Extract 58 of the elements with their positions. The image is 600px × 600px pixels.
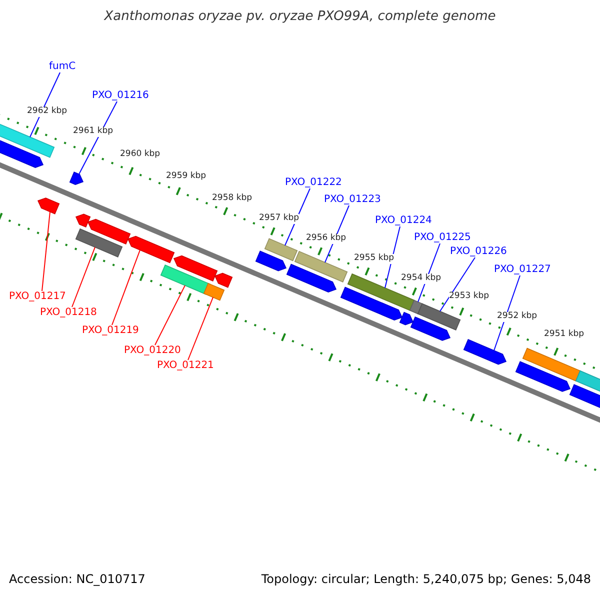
feature-bar xyxy=(203,282,225,301)
feature-bar xyxy=(409,300,423,314)
leader-line xyxy=(112,250,140,326)
gene-feature xyxy=(255,250,287,272)
scale-label: 2953 kbp xyxy=(449,292,490,302)
gene-feature xyxy=(340,286,403,321)
scale-label: 2952 kbp xyxy=(497,312,538,322)
gene-feature xyxy=(463,339,507,365)
gene-label: PXO_01216 xyxy=(92,90,149,102)
feature-bar xyxy=(294,250,348,282)
gene-feature xyxy=(69,172,84,185)
leader-line xyxy=(154,284,186,346)
gene-feature xyxy=(286,264,337,292)
feature-bar xyxy=(75,228,123,258)
scale-label: 2961 kbp xyxy=(73,127,114,137)
gene-feature xyxy=(127,236,175,264)
leader-line xyxy=(78,101,118,175)
gene-label: PXO_01222 xyxy=(285,177,342,188)
gene-feature xyxy=(37,198,60,214)
accession-text: Accession: NC_010717 xyxy=(9,573,146,587)
gene-label: PXO_01224 xyxy=(375,215,432,226)
leader-line xyxy=(494,275,520,351)
gene-label: PXO_01227 xyxy=(494,264,551,276)
gene-feature xyxy=(214,272,233,288)
gene-feature xyxy=(569,384,600,409)
leader-line xyxy=(72,246,96,308)
gene-label: PXO_01217 xyxy=(9,291,66,302)
gene-label: PXO_01218 xyxy=(40,307,97,318)
gene-feature xyxy=(173,255,218,282)
scale-label: 2959 kbp xyxy=(166,172,206,182)
gene-label: PXO_01223 xyxy=(324,194,381,206)
feature-bar xyxy=(160,264,211,295)
feature-bar xyxy=(417,303,461,330)
diagram-title: Xanthomonas oryzae pv. oryzae PXO99A, complete genome xyxy=(102,10,497,25)
gene-feature xyxy=(87,218,131,245)
gene-label: PXO_01226 xyxy=(450,246,507,258)
gene-feature xyxy=(515,361,571,392)
leader-line xyxy=(30,72,60,138)
scale-label: 2958 kbp xyxy=(212,194,252,204)
gene-label: PXO_01221 xyxy=(157,360,214,372)
scale-label: 2957 kbp xyxy=(259,214,300,224)
scale-label: 2956 kbp xyxy=(306,234,346,244)
leader-line xyxy=(42,211,50,292)
gene-label: PXO_01219 xyxy=(82,325,139,336)
scale-label: 2954 kbp xyxy=(401,274,442,284)
gene-label: PXO_01220 xyxy=(124,345,181,356)
gene-label: PXO_01225 xyxy=(414,232,471,244)
feature-bar xyxy=(522,348,581,382)
scale-label: 2951 kbp xyxy=(544,330,584,340)
gene-label: fumC xyxy=(49,61,76,72)
scale-label: 2955 kbp xyxy=(354,254,394,264)
feature-bar xyxy=(264,238,298,262)
scale-label: 2962 kbp xyxy=(27,107,68,117)
scale-label: 2960 kbp xyxy=(120,150,160,160)
gene-feature xyxy=(410,316,451,341)
genome-info-text: Topology: circular; Length: 5,240,075 bp; Genes: 5,048 xyxy=(261,573,591,587)
leader-line xyxy=(188,296,214,360)
leader-line xyxy=(440,257,476,312)
